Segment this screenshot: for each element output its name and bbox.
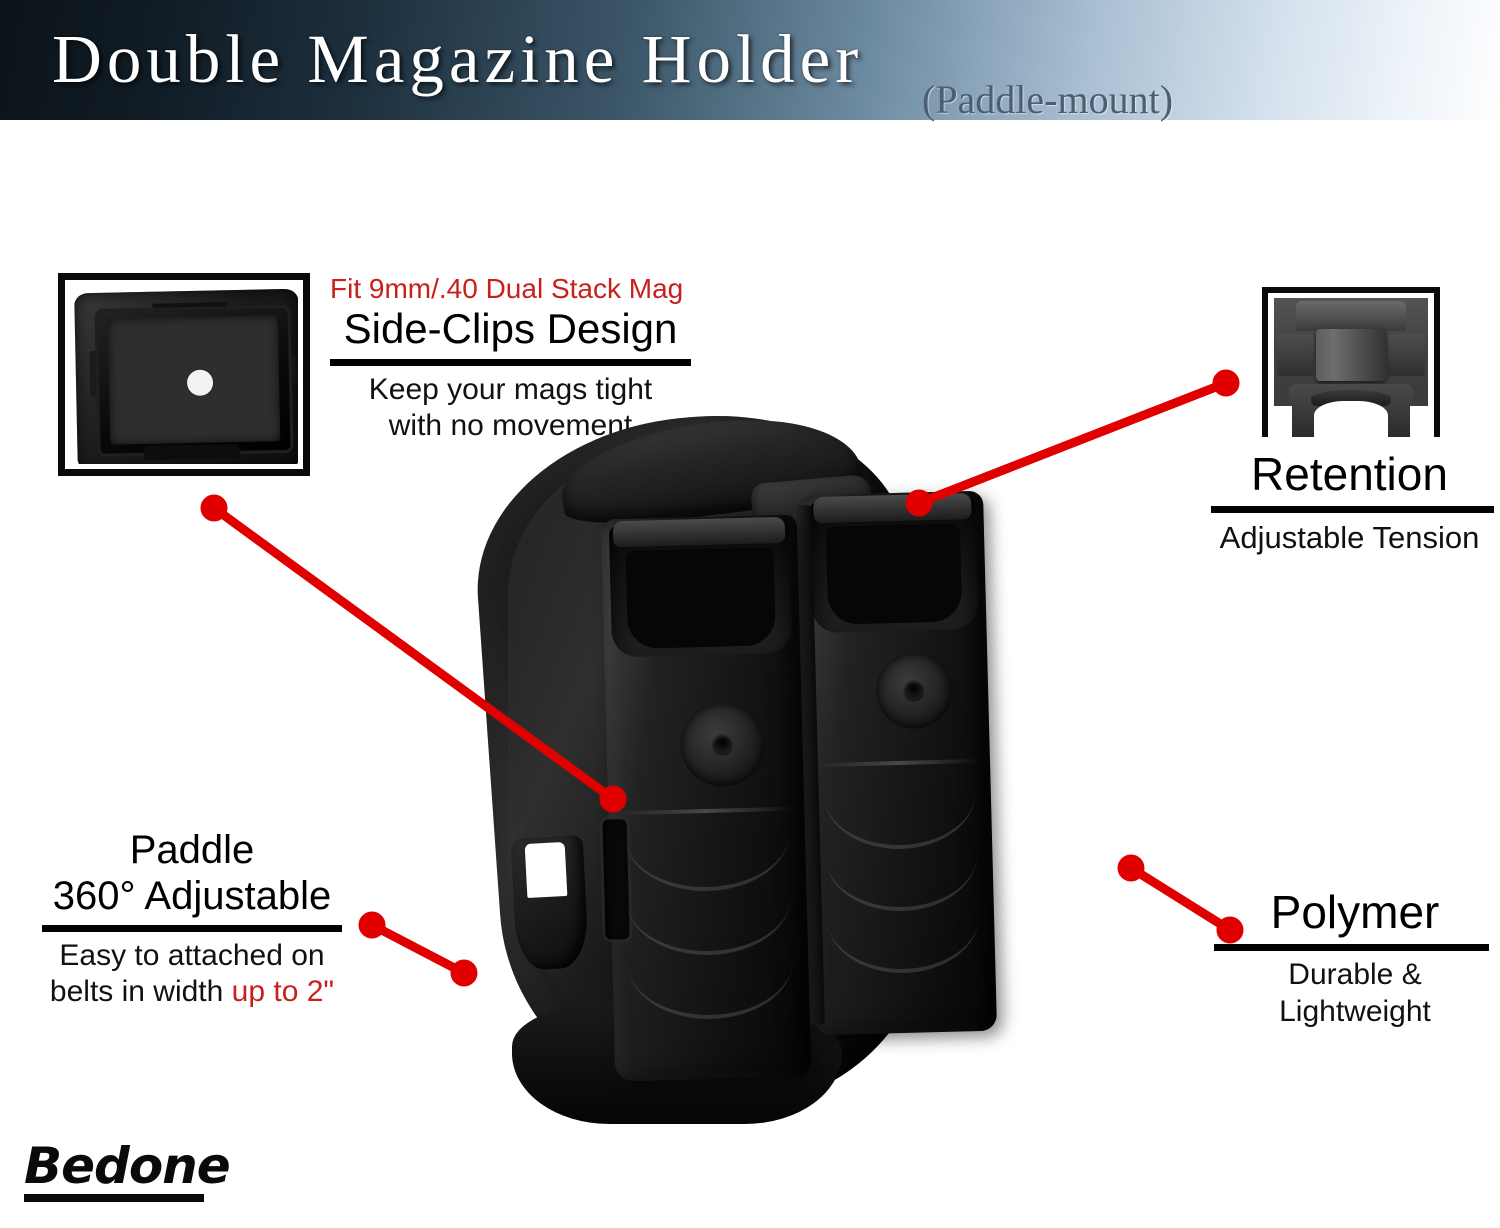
callout-paddle: Paddle 360° Adjustable Easy to attached … <box>42 827 342 1011</box>
chevron-ridge <box>824 852 980 913</box>
chevron-ridge <box>826 914 981 975</box>
side-clips-sub-line-2: with no movement <box>388 409 633 443</box>
leader-dot-paddle-start <box>358 911 386 939</box>
side-clips-photo-inner <box>70 285 298 464</box>
photo-corner-left <box>1274 406 1293 437</box>
title-underline <box>42 924 342 932</box>
retention-mouth-opening <box>1314 400 1388 437</box>
polymer-sub-line-1: Durable & Lightweight <box>1279 958 1431 1028</box>
callout-polymer: Polymer Durable & Lightweight <box>1210 886 1500 1031</box>
leader-dot-polymer-start <box>1117 854 1145 882</box>
retention-mechanism <box>1274 298 1428 437</box>
title-underline <box>1214 944 1489 952</box>
ridge-line <box>618 806 795 816</box>
pouch-cavity <box>625 547 777 649</box>
brand-name: Bedone <box>24 1137 231 1195</box>
side-clips-title: Side-Clips Design <box>343 304 678 352</box>
chevron-ridge <box>823 790 978 851</box>
retention-photo-inner <box>1274 298 1428 437</box>
photo-corner-right <box>1409 406 1428 437</box>
pouch-mouth-lip <box>612 516 786 548</box>
magazine-pouch-left <box>600 514 812 1082</box>
leader-dot-side-clips-start <box>200 494 228 522</box>
brand-logo: Bedone <box>24 1137 231 1202</box>
chevron-ridge <box>624 832 791 894</box>
retention-screw-left <box>679 701 766 788</box>
pouch-mouth <box>809 493 979 634</box>
side-clips-detail-photo <box>58 273 310 476</box>
paddle-sub-line-2: belts in width up to 2" <box>42 974 342 1011</box>
retention-side-left <box>1277 334 1315 376</box>
leader-dot-retention-end <box>1212 369 1240 397</box>
header-subtitle: (Paddle-mount) <box>922 77 1174 122</box>
callout-retention: Retention Adjustable Tension <box>1205 448 1494 557</box>
chevron-ridge <box>626 896 793 958</box>
fit-spec-label: Fit 9mm/.40 Dual Stack Mag <box>330 273 684 304</box>
paddle-width-highlight: up to 2" <box>231 975 335 1009</box>
bottom-notch <box>143 443 240 460</box>
magazine-pouch-right <box>800 490 998 1036</box>
header-banner: Double Magazine Holder <box>0 0 1500 120</box>
ridge-line <box>817 758 981 768</box>
paddle-sub-line-1: Easy to attached on <box>59 938 325 972</box>
chevron-ridge <box>628 960 795 1022</box>
side-clips-sub-line-1: Keep your mags tight <box>368 372 653 406</box>
title-underline <box>330 358 691 366</box>
leader-line-paddle <box>367 920 469 978</box>
title-underline <box>1211 506 1494 514</box>
callout-side-clips: Fit 9mm/.40 Dual Stack Mag Side-Clips De… <box>330 273 691 445</box>
pouch-cavity <box>825 523 963 625</box>
retention-sub-line-1: Adjustable Tension <box>1219 520 1480 556</box>
paddle-title-line-2: 360° Adjustable <box>52 874 332 919</box>
retention-screw-right <box>875 651 954 730</box>
paddle-title-line-1: Paddle <box>129 828 255 872</box>
retention-screw-body <box>1315 328 1387 382</box>
product-photo <box>466 402 1070 1130</box>
paddle-belt-hook-gap <box>524 841 568 899</box>
retention-detail-photo <box>1262 287 1440 437</box>
retention-side-right <box>1387 334 1425 376</box>
page-title: Double Magazine Holder <box>52 21 864 97</box>
brand-underline <box>24 1194 204 1202</box>
paddle-sub-plain: belts in width <box>49 975 232 1009</box>
polymer-title: Polymer <box>1270 886 1440 938</box>
retention-title: Retention <box>1251 448 1448 500</box>
pouch-mouth-lip <box>813 493 972 524</box>
holder-top-view-body <box>74 288 298 464</box>
pouch-mouth <box>608 516 793 658</box>
retention-top-bar <box>1295 300 1407 332</box>
